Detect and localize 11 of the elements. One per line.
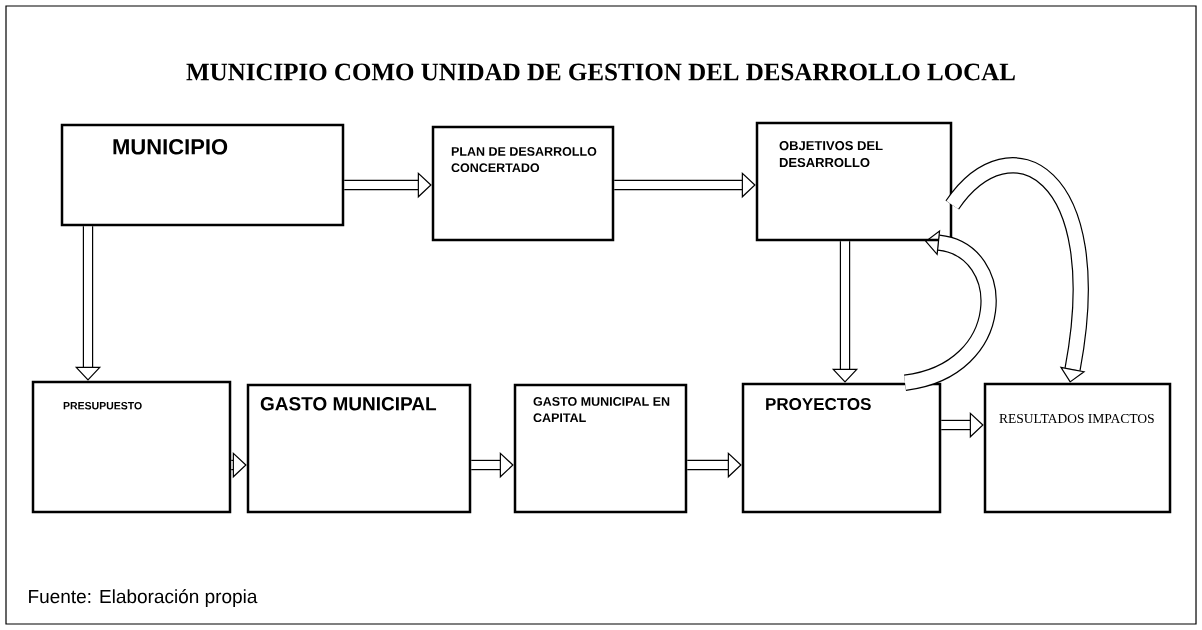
process-box: GASTO MUNICIPAL <box>246 383 472 514</box>
process-box: PRESUPUESTO <box>31 380 232 514</box>
process-box: OBJETIVOS DEL DESARROLLO <box>755 121 953 242</box>
process-box: PLAN DE DESARROLLO CONCERTADO <box>431 125 615 242</box>
caption: Fuente: Elaboración propia <box>29 589 258 607</box>
process-box: GASTO MUNICIPAL EN CAPITAL <box>513 383 688 514</box>
process-box: RESULTADOS IMPACTOS <box>983 382 1172 514</box>
block-arrow <box>945 157 1089 383</box>
process-box: PROYECTOS <box>741 382 942 514</box>
title: MUNICIPIO COMO UNIDAD DE GESTION DEL DESARROLLO LOCAL <box>186 63 1015 81</box>
process-box: MUNICIPIO <box>60 123 345 227</box>
